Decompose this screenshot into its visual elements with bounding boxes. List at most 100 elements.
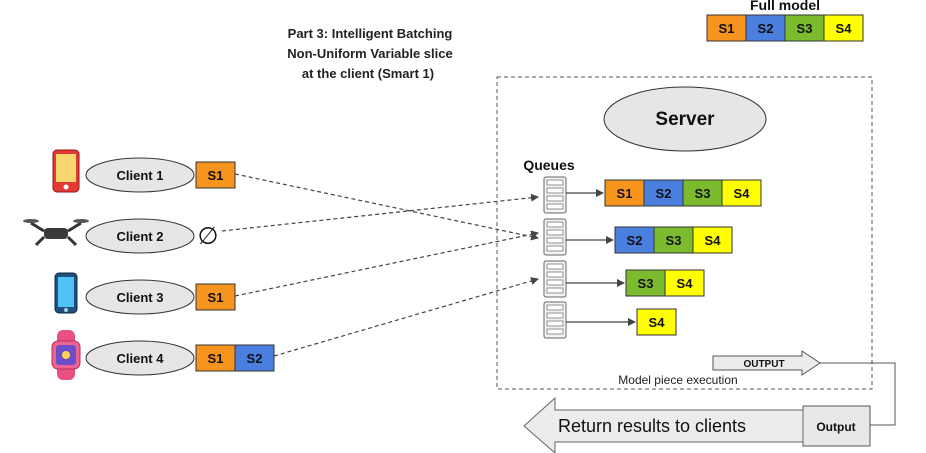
queue-slice-s1-label: S1 [617,186,633,201]
client-slice-s1-box [195,344,236,372]
full-model-slice-s4-label: S4 [836,21,853,36]
empty-set-symbol: ∅ [198,223,219,250]
client-slice-s1-label: S1 [208,351,224,366]
full-model-slice-s3-label: S3 [797,21,813,36]
queue-slice-s4-box [636,308,677,336]
queue-slice-s2-label: S2 [656,186,672,201]
client-ellipse [85,218,195,254]
client-ellipse [85,157,195,193]
client-slice-s2-label: S2 [247,351,263,366]
queue-slice-s4: S4 [664,269,705,297]
queue-slice-s2: S2 [614,226,655,254]
queue-slice-s1-box [604,179,645,207]
smartwatch-icon [51,330,81,380]
queue-row: S2 S3 S4 [614,226,733,254]
client-slice-s2: S2 [234,344,275,372]
queue-slice-s4-box [721,179,762,207]
queue-icon [543,301,567,339]
full-model-legend: Full model S1 S2 S3 S4 [706,0,864,42]
server-ellipse [603,86,767,152]
queue-slice-s3: S3 [653,226,694,254]
queue-slice-s3-box [625,269,666,297]
client-slice-s1-box [195,161,236,189]
full-model-slice-s1-label: S1 [719,21,735,36]
client-name: Client 1 [117,168,164,183]
queue-slice-s4-box [664,269,705,297]
full-model-slice-s2-label: S2 [758,21,774,36]
queue-row: S1 S2 S3 S4 [604,179,762,207]
queue-slice-s2-box [643,179,684,207]
client-ellipse [85,279,195,315]
output-tag-label: OUTPUT [743,359,784,370]
output-tag: OUTPUT [712,350,821,376]
queue-slice-s2: S2 [643,179,684,207]
route-client2-to-queue1 [221,193,539,232]
queue-slice-s4-label: S4 [649,315,666,330]
queue-row: S3 S4 [625,269,705,297]
title-line-3: at the client (Smart 1) [302,66,434,81]
queue-slice-s2-box [614,226,655,254]
output-tag-arrow [712,350,821,376]
client-1: Client 1 S1 [52,149,236,193]
server-boundary [496,76,873,390]
return-arrow [523,396,804,453]
output-connector [820,362,896,426]
queue-slice-s4-label: S4 [734,186,751,201]
client-slice-s1: S1 [195,161,236,189]
queue-slice-s4-label: S4 [705,233,722,248]
client-slice-s1-box [195,283,236,311]
queue-slice-s3-label: S3 [695,186,711,201]
client-2: Client 2 ∅ [23,218,219,254]
full-model-label: Full model [750,0,820,13]
client-name: Client 4 [117,351,165,366]
full-model-slice-s1-box [706,14,747,42]
queue-icons [543,176,567,339]
client-slice-s1-label: S1 [208,290,224,305]
client-3: Client 3 S1 [54,272,236,315]
client-slice-s2-box [234,344,275,372]
route-client1-to-queue2 [234,173,539,241]
client-slice-s1: S1 [195,344,236,372]
queue-slice-s4: S4 [692,226,733,254]
full-model-slice-s3-box [784,14,825,42]
queues-label: Queues [523,157,575,173]
full-model-slice-s1: S1 [706,14,747,42]
client-4: Client 4 S1 S2 [51,330,275,380]
output-box [802,405,871,447]
queue-slice-s3: S3 [625,269,666,297]
client-name: Client 2 [117,229,164,244]
queue-slice-s3-label: S3 [666,233,682,248]
return-label: Return results to clients [558,416,746,436]
client-slice-s1: S1 [195,283,236,311]
client-ellipse [85,340,195,376]
routing-arrows [221,173,539,357]
queue-slice-s4: S4 [636,308,677,336]
full-model-slice-s4-box [823,14,864,42]
queue-slice-s4-box [692,226,733,254]
queue-slice-s3-label: S3 [638,276,654,291]
server-label: Server [655,109,715,130]
queue-icon [543,260,567,298]
queue-slice-s4-label: S4 [677,276,694,291]
queue-slice-s2-label: S2 [627,233,643,248]
full-model-slice-s2: S2 [745,14,786,42]
output-box-label: Output [816,420,855,434]
diagram-title: Part 3: Intelligent Batching Non-Uniform… [287,26,452,81]
route-client3-to-queue2 [234,230,539,297]
client-slice-s1-label: S1 [208,168,224,183]
title-line-2: Non-Uniform Variable slice [287,46,452,61]
full-model-slice-s2-box [745,14,786,42]
phone-red-icon [52,149,80,193]
execution-label: Model piece execution [618,373,737,387]
queue-slice-s4: S4 [721,179,762,207]
drone-icon [23,219,89,247]
phone-blue-icon [54,272,78,314]
queue-slice-s1: S1 [604,179,645,207]
queue-icon [543,218,567,256]
queue-slice-s3-box [653,226,694,254]
full-model-slices: S1 S2 S3 S4 [706,14,864,42]
client-name: Client 3 [117,290,164,305]
